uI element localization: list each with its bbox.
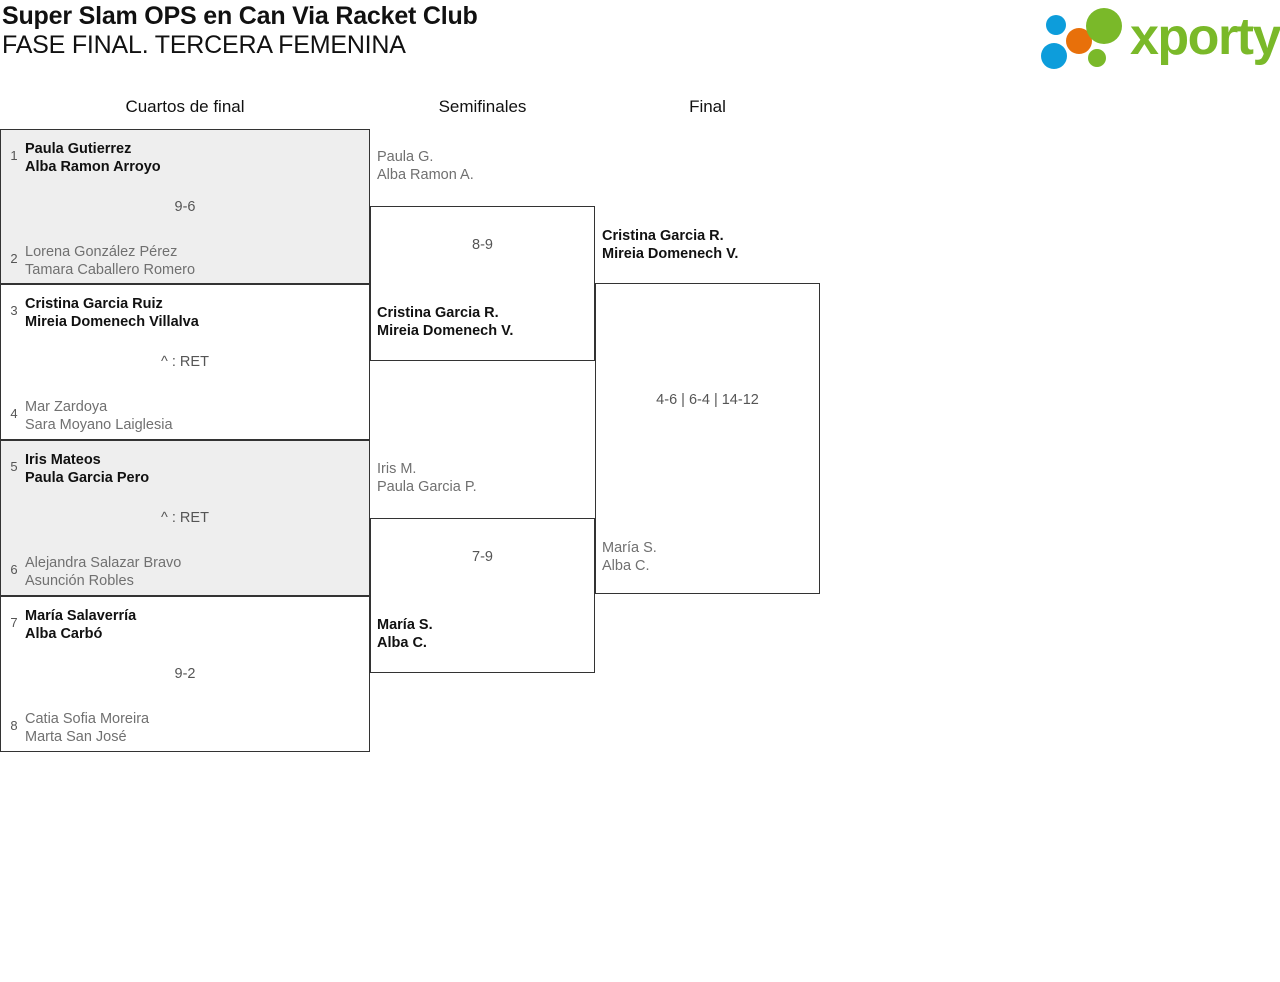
- semifinal-2-team-bottom: María S. Alba C.: [377, 617, 433, 651]
- logo-wordmark: xporty: [1130, 8, 1280, 66]
- match-score: 9-2: [174, 666, 196, 682]
- round-header-semifinals: Semifinales: [438, 97, 527, 116]
- seed-number-bottom: 8: [10, 718, 18, 733]
- seed-number-bottom: 4: [10, 406, 18, 421]
- match-qf-1[interactable]: 1 Paula Gutierrez Alba Ramon Arroyo 9-6 …: [0, 129, 370, 284]
- semifinal-1-team-top: Paula G. Alba Ramon A.: [377, 149, 474, 183]
- team-top: Cristina Garcia Ruiz Mireia Domenech Vil…: [25, 296, 199, 330]
- match-score: ^ : RET: [161, 354, 209, 370]
- match-qf-4[interactable]: 7 María Salaverría Alba Carbó 9-2 8 Cati…: [0, 596, 370, 752]
- page-title: Super Slam OPS en Can Via Racket Club FA…: [2, 2, 478, 60]
- tournament-phase: FASE FINAL. TERCERA FEMENINA: [2, 31, 406, 59]
- xporty-logo[interactable]: xporty: [1034, 8, 1280, 70]
- match-score: 9-6: [174, 199, 196, 215]
- seed-number-top: 5: [10, 459, 18, 474]
- team-top: Iris Mateos Paula Garcia Pero: [25, 452, 150, 486]
- team-top: Paula Gutierrez Alba Ramon Arroyo: [25, 141, 161, 175]
- seed-number-bottom: 2: [10, 251, 18, 266]
- team-bottom: Mar Zardoya Sara Moyano Laiglesia: [25, 399, 173, 433]
- semifinal-1-team-bottom: Cristina Garcia R. Mireia Domenech V.: [377, 305, 514, 339]
- match-sf-1[interactable]: 8-9: [370, 206, 595, 361]
- seed-number-top: 3: [10, 303, 18, 318]
- match-qf-3[interactable]: 5 Iris Mateos Paula Garcia Pero ^ : RET …: [0, 440, 370, 596]
- round-header-quarterfinals: Cuartos de final: [125, 97, 245, 116]
- tournament-name: Super Slam OPS en Can Via Racket Club: [2, 2, 478, 30]
- team-bottom: Lorena González Pérez Tamara Caballero R…: [25, 244, 196, 278]
- logo-dots-icon: [1041, 8, 1122, 69]
- round-header-final: Final: [689, 97, 726, 116]
- match-qf-2[interactable]: 3 Cristina Garcia Ruiz Mireia Domenech V…: [0, 284, 370, 440]
- team-top: María Salaverría Alba Carbó: [25, 608, 137, 642]
- team-bottom: Alejandra Salazar Bravo Asunción Robles: [25, 555, 182, 589]
- match-final[interactable]: 4-6 | 6-4 | 14-12: [595, 283, 820, 594]
- page-header: Super Slam OPS en Can Via Racket Club FA…: [0, 0, 1280, 92]
- final-team-bottom: María S. Alba C.: [602, 540, 657, 574]
- match-score: 8-9: [472, 237, 493, 253]
- seed-number-top: 1: [10, 148, 18, 163]
- seed-number-bottom: 6: [10, 562, 18, 577]
- match-sf-2[interactable]: 7-9: [370, 518, 595, 673]
- seed-number-top: 7: [10, 615, 18, 630]
- team-bottom: Catia Sofia Moreira Marta San José: [25, 711, 150, 745]
- semifinal-2-team-top: Iris M. Paula Garcia P.: [377, 461, 477, 495]
- match-score: ^ : RET: [161, 510, 209, 526]
- match-score: 7-9: [472, 549, 493, 565]
- match-score: 4-6 | 6-4 | 14-12: [656, 392, 759, 408]
- final-team-top: Cristina Garcia R. Mireia Domenech V.: [602, 228, 739, 262]
